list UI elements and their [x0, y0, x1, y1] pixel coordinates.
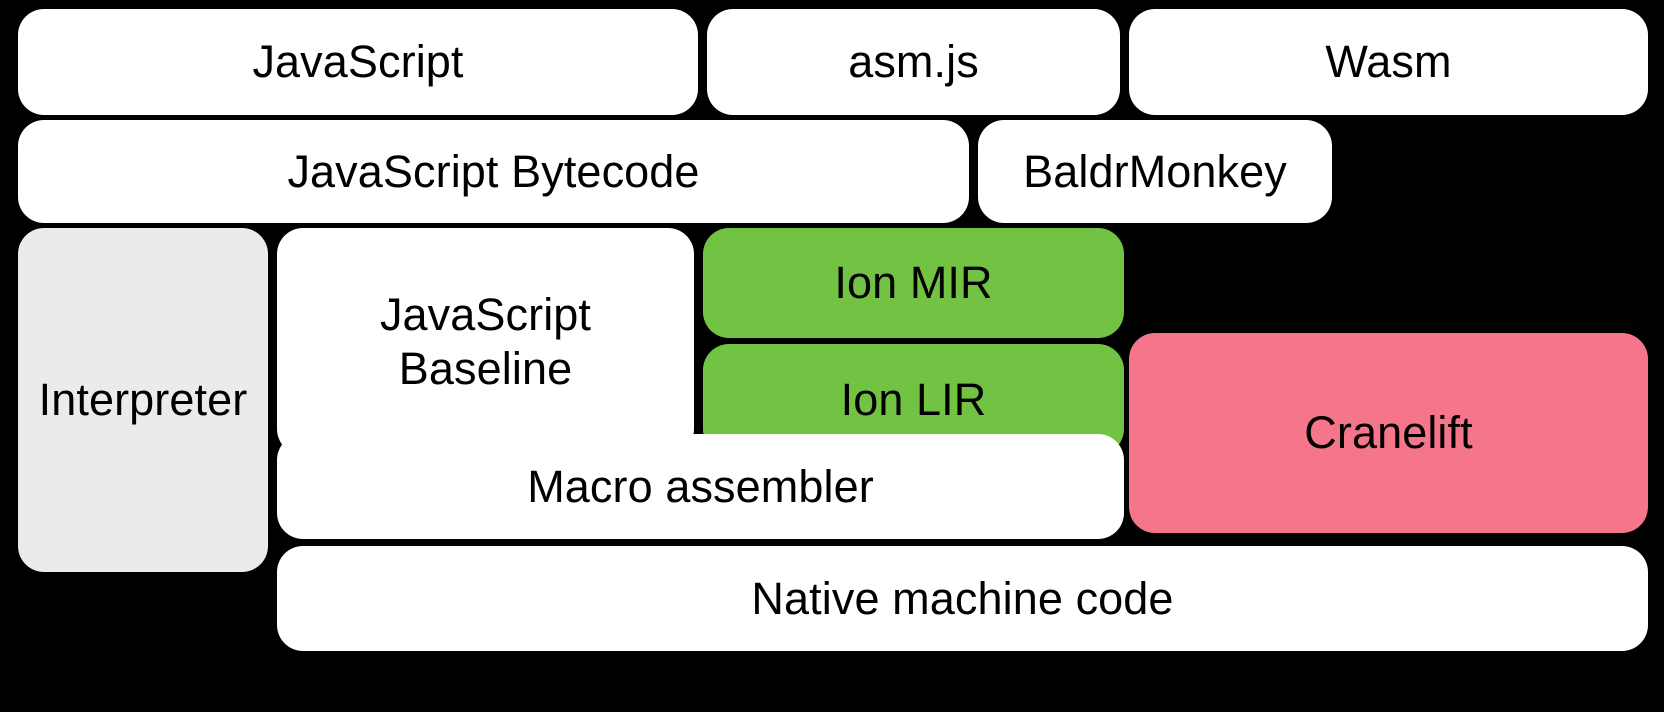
node-label: Interpreter: [38, 374, 248, 426]
node-label: Wasm: [1325, 36, 1452, 88]
node-native-machine-code[interactable]: Native machine code: [277, 546, 1648, 651]
node-label: JavaScript Baseline: [379, 289, 592, 394]
node-label: JavaScript Bytecode: [287, 145, 700, 197]
node-label: BaldrMonkey: [1023, 145, 1287, 197]
node-javascript-bytecode[interactable]: JavaScript Bytecode: [18, 120, 969, 223]
node-wasm[interactable]: Wasm: [1129, 9, 1648, 115]
node-interpreter[interactable]: Interpreter: [18, 228, 268, 572]
node-label: Ion LIR: [840, 373, 987, 425]
node-label: JavaScript: [252, 36, 464, 88]
node-macro-assembler[interactable]: Macro assembler: [277, 434, 1124, 539]
node-label: Ion MIR: [834, 257, 993, 309]
node-ion-mir[interactable]: Ion MIR: [703, 228, 1124, 338]
node-label: Native machine code: [751, 572, 1174, 624]
node-label: asm.js: [848, 36, 979, 88]
node-label: Macro assembler: [527, 460, 874, 512]
node-cranelift[interactable]: Cranelift: [1129, 333, 1648, 533]
node-label: Cranelift: [1304, 407, 1473, 459]
node-javascript[interactable]: JavaScript: [18, 9, 698, 115]
node-javascript-baseline[interactable]: JavaScript Baseline: [277, 228, 694, 455]
node-asmjs[interactable]: asm.js: [707, 9, 1120, 115]
node-baldrmonkey[interactable]: BaldrMonkey: [978, 120, 1332, 223]
